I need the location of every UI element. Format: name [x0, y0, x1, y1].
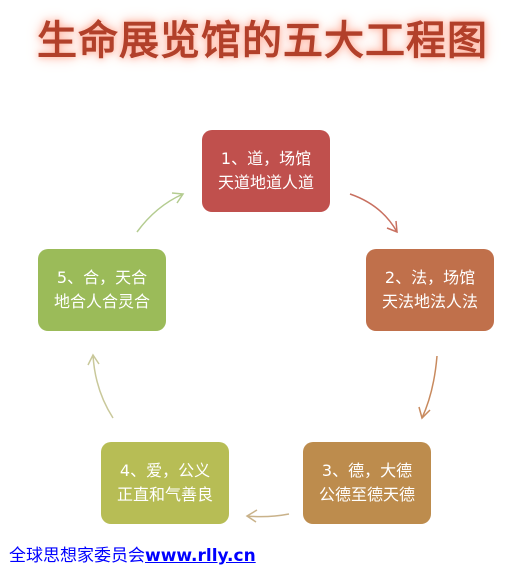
stage-4-title: 4、爱，公义: [119, 461, 211, 480]
footer-credit: 全球思想家委员会www.rlly.cn: [9, 541, 256, 566]
stage-1-title: 1、道，场馆: [220, 149, 312, 168]
stage-5-node: 5、合，天合 地合人合灵合: [38, 249, 166, 331]
arrow-5-to-1-head: [171, 192, 185, 204]
arrow-3-to-4-head: [245, 509, 258, 523]
arrow-2-to-3: [421, 355, 438, 419]
stage-5-detail: 地合人合灵合: [53, 292, 150, 311]
footer-url-link[interactable]: www.rlly.cn: [145, 546, 256, 566]
stage-2-node: 2、法，场馆 天法地法人法: [366, 249, 494, 331]
stage-5-title: 5、合，天合: [56, 268, 148, 287]
arrow-2-to-3-head: [418, 406, 431, 420]
arrow-4-to-5-head: [87, 353, 100, 366]
stage-2-title: 2、法，场馆: [384, 268, 476, 287]
arrow-4-to-5: [92, 354, 114, 419]
page-title: 生命展览馆的五大工程图: [37, 18, 488, 64]
stage-1-detail: 天道地道人道: [217, 173, 314, 192]
stage-2-detail: 天法地法人法: [381, 292, 478, 311]
stage-3-title: 3、德，大德: [321, 461, 413, 480]
arrow-1-to-2: [349, 193, 398, 233]
arrow-1-to-2-head: [386, 220, 398, 234]
stage-3-detail: 公德至德天德: [318, 485, 415, 504]
stage-3-node: 3、德，大德 公德至德天德: [303, 442, 431, 524]
stage-4-node: 4、爱，公义 正直和气善良: [101, 442, 229, 524]
stage-1-node: 1、道，场馆 天道地道人道: [202, 130, 330, 212]
arrow-3-to-4: [246, 513, 290, 518]
arrow-5-to-1: [136, 193, 184, 233]
footer-org: 全球思想家委员会: [9, 546, 145, 566]
stage-4-detail: 正直和气善良: [116, 485, 213, 504]
